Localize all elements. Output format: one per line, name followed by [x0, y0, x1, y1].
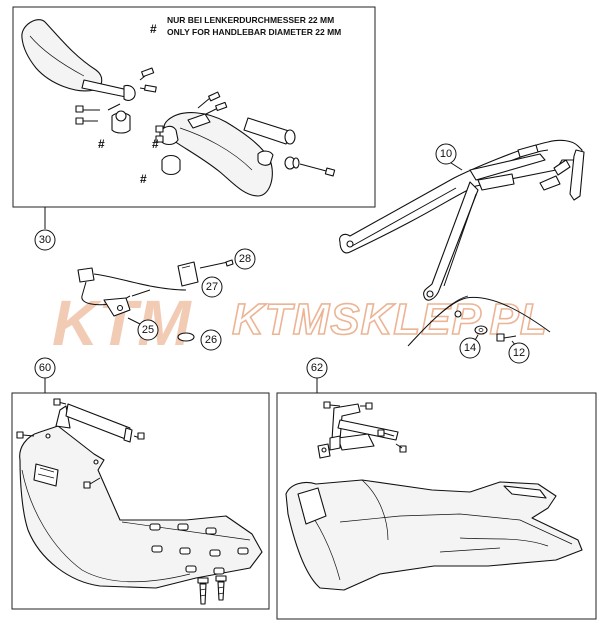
svg-text:27: 27	[206, 281, 218, 293]
callout-28: 28	[234, 248, 256, 270]
svg-text:28: 28	[239, 253, 251, 265]
callout-10: 10	[435, 143, 457, 165]
svg-text:12: 12	[513, 347, 525, 359]
watermark-site: KTMSKLEP.PL	[232, 295, 548, 344]
marker-hash-3: #	[152, 137, 159, 151]
marker-hash-1: #	[98, 137, 105, 151]
callout-14: 14	[459, 337, 481, 359]
svg-text:14: 14	[464, 342, 476, 354]
callout-30: 30	[34, 229, 56, 251]
decal-strip	[407, 295, 551, 347]
skid-plate-60-group	[11, 378, 270, 610]
svg-text:26: 26	[205, 334, 217, 346]
svg-text:30: 30	[39, 234, 51, 246]
washer-14	[473, 325, 488, 343]
note-line-de: NUR BEI LENKERDURCHMESSER 22 MM	[167, 15, 334, 25]
callout-26: 26	[200, 329, 222, 351]
note-symbol: #	[150, 22, 157, 36]
callout-60: 60	[34, 357, 56, 379]
svg-text:25: 25	[142, 324, 154, 336]
callout-27: 27	[201, 276, 223, 298]
skid-plate-62-box	[276, 392, 597, 620]
rivet	[454, 310, 462, 318]
note-line-en: ONLY FOR HANDLEBAR DIAMETER 22 MM	[167, 27, 341, 37]
svg-text:62: 62	[311, 362, 323, 374]
svg-text:60: 60	[39, 362, 51, 374]
callout-12: 12	[508, 342, 530, 364]
right-handguard	[155, 91, 336, 197]
skid-plate-60-box	[11, 392, 270, 610]
marker-hash-2: #	[140, 172, 147, 186]
callout-62: 62	[306, 357, 328, 379]
skid-plate-62-group	[276, 378, 597, 620]
callout-25: 25	[137, 319, 159, 341]
handguard-box	[12, 6, 376, 208]
left-handguard	[21, 19, 157, 134]
luggage-rack-group: 10	[339, 139, 585, 301]
handguard-group: # NUR BEI LENKERDURCHMESSER 22 MM ONLY F…	[12, 6, 376, 251]
svg-text:10: 10	[440, 148, 452, 160]
wiring-parts	[77, 259, 234, 342]
